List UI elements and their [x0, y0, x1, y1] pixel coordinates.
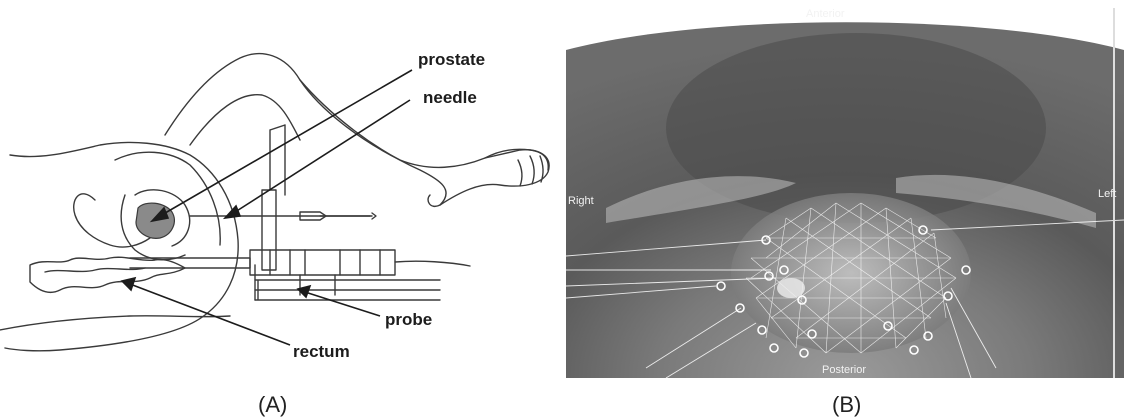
arrow-needle [232, 100, 410, 214]
label-needle: needle [423, 88, 477, 108]
panel-b-ultrasound-image: Anterior Posterior Right Left [566, 8, 1124, 378]
probe-cable [395, 261, 470, 266]
arrowhead-rectum [122, 278, 135, 290]
arrowhead-needle [225, 206, 240, 218]
probe-grip-ridges [270, 250, 380, 275]
rectum-outline [30, 257, 185, 292]
orientation-right: Right [568, 195, 594, 207]
bright-spot [777, 278, 805, 298]
probe-shaft [130, 258, 250, 268]
needle-end [320, 213, 376, 219]
orientation-anterior: Anterior [806, 8, 845, 20]
orientation-left: Left [1098, 188, 1116, 200]
lower-body-line [0, 316, 230, 330]
thigh-outline [165, 54, 548, 170]
caption-a: (A) [258, 392, 287, 418]
probe-body [250, 250, 395, 275]
foot-outline [440, 149, 549, 205]
ultrasound-view [566, 8, 1124, 378]
template-bar [262, 190, 276, 270]
stepper-base [255, 280, 440, 300]
label-rectum: rectum [293, 342, 350, 362]
arrow-probe [305, 292, 380, 316]
label-prostate: prostate [418, 50, 485, 70]
panel-a-anatomy-diagram: prostate needle probe rectum (A) [0, 0, 560, 419]
orientation-posterior: Posterior [822, 364, 866, 376]
caption-b: (B) [832, 392, 861, 418]
label-probe: probe [385, 310, 432, 330]
thigh-outline-lower [190, 95, 300, 145]
